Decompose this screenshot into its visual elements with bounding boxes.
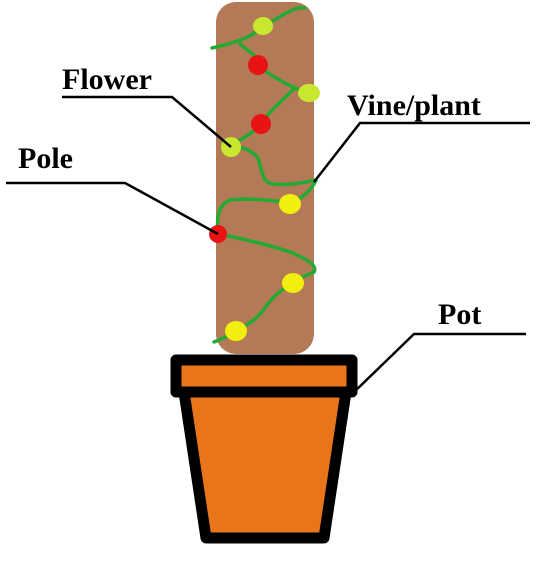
flower-yellow: [282, 273, 304, 293]
pot-label: Pot: [438, 298, 481, 331]
flower-label: Flower: [62, 63, 152, 96]
vine-label: Vine/plant: [347, 89, 481, 122]
pot-body: [178, 386, 352, 544]
flower-yellow-green: [298, 84, 320, 102]
pole-leader-line: [6, 181, 219, 236]
flower-red: [251, 114, 271, 134]
pole-label: Pole: [18, 142, 73, 175]
flower-yellow: [225, 321, 247, 341]
pot-leader-line: [351, 332, 526, 395]
flower-red: [248, 55, 268, 75]
flower-yellow: [279, 194, 301, 214]
flower-yellow-green: [253, 17, 273, 35]
vine-leader-line: [313, 121, 530, 183]
pot-rim: [170, 354, 358, 398]
flower-leader-line: [62, 95, 232, 148]
